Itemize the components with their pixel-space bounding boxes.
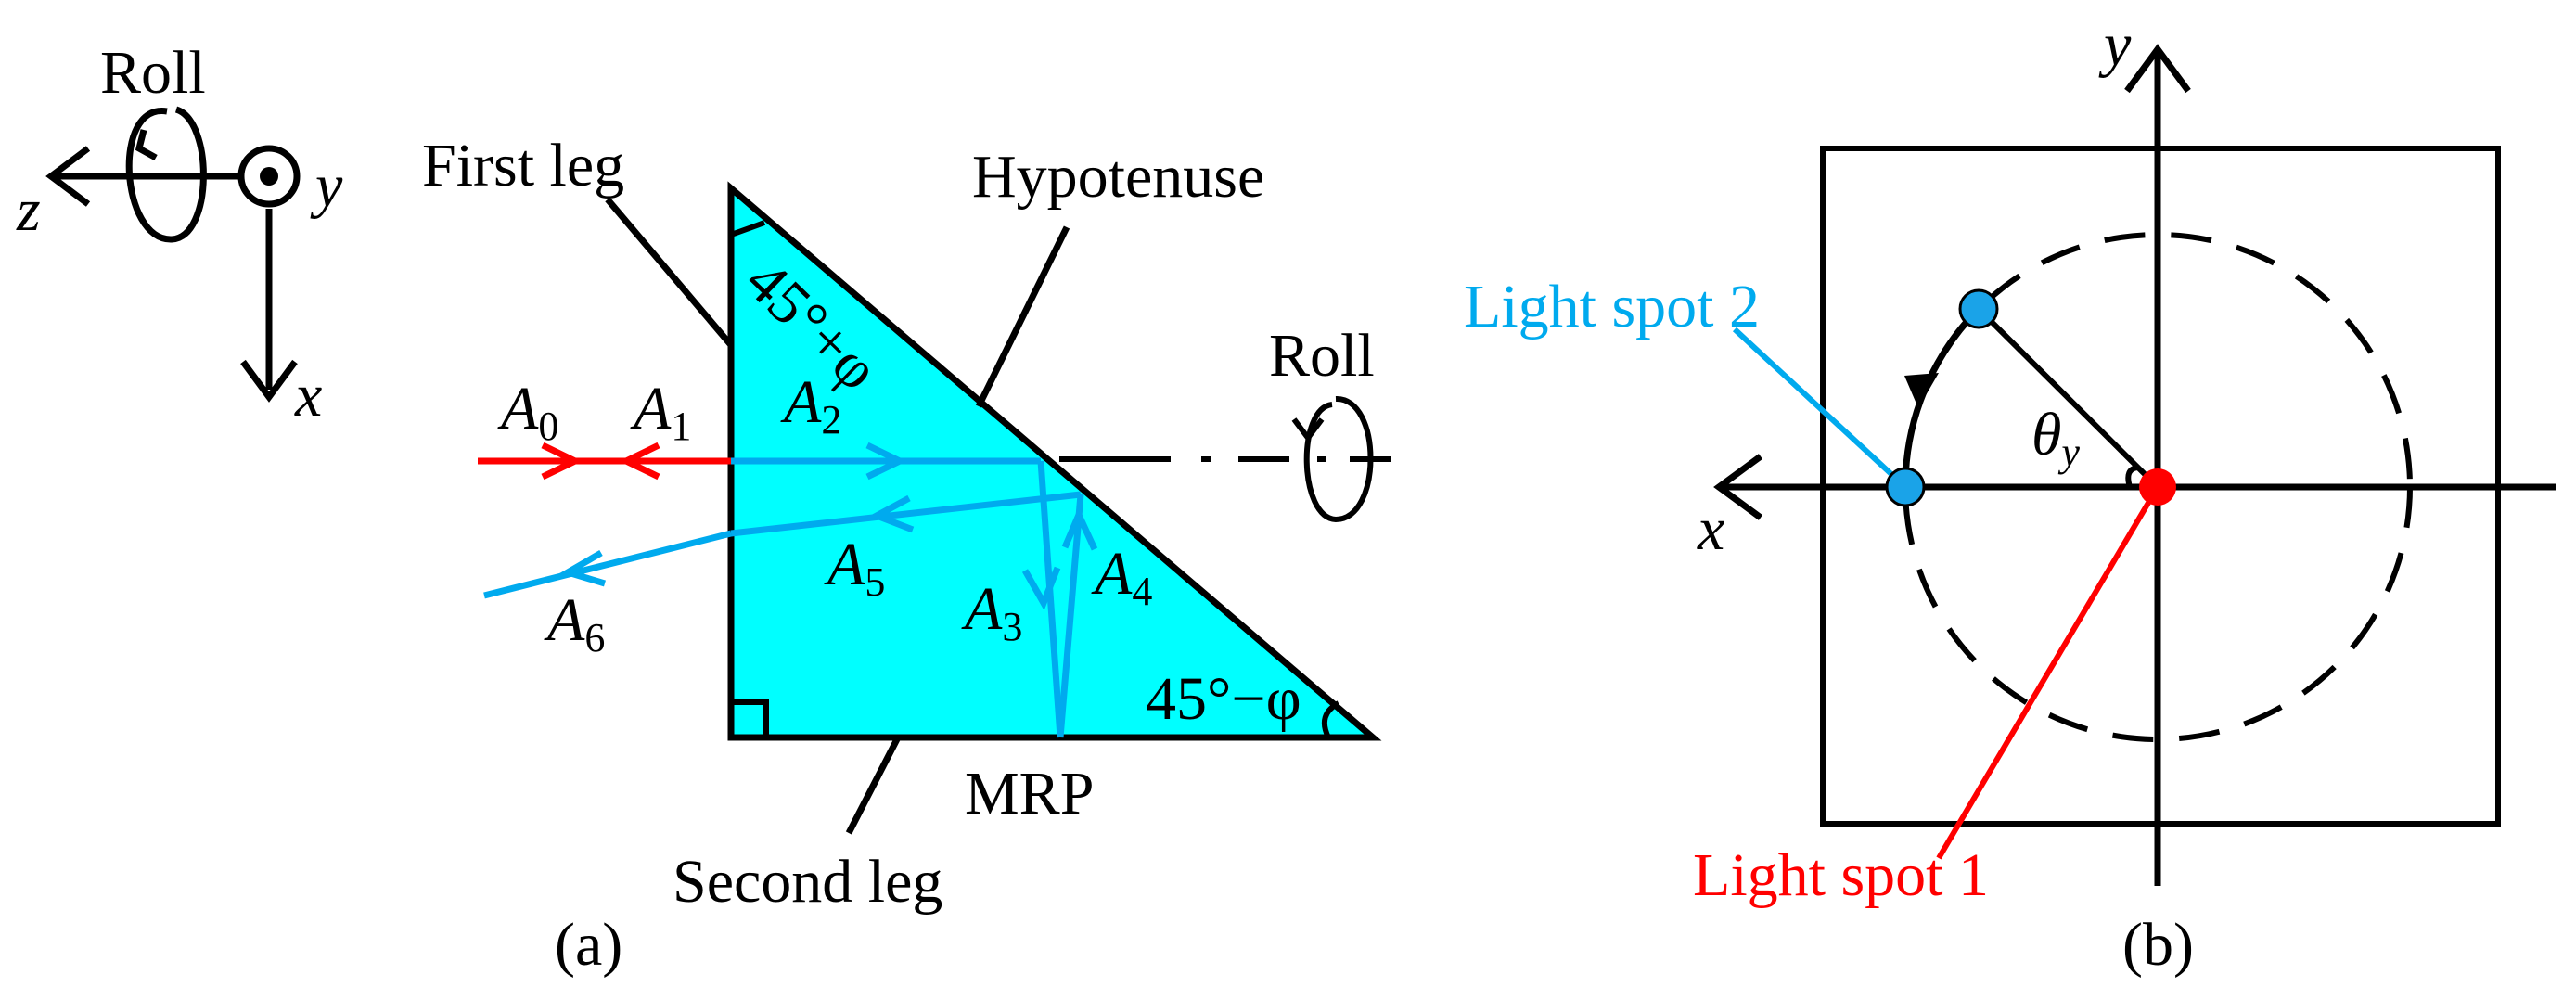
beam-label-a6: A6: [544, 586, 605, 660]
roll-label-top: Roll: [100, 39, 206, 107]
x-axis-label: x: [294, 362, 322, 429]
beam-a6-arrowhead: [559, 549, 607, 587]
axis-system-a: [45, 106, 301, 403]
right-angle-mark: [731, 699, 769, 737]
beam-a5-arrowhead: [868, 494, 915, 533]
radius-line: [1976, 306, 2160, 490]
theta-angle-arc: [2125, 465, 2139, 488]
light-spot-1-label: Light spot 1: [1693, 841, 1989, 909]
second-leg-leader: [845, 736, 902, 835]
rotation-arc-arrowhead-icon: [1904, 373, 1939, 408]
first-leg-label: First leg: [422, 132, 624, 199]
rotation-trajectory-circle: [1903, 232, 2413, 742]
hypotenuse-leader: [975, 225, 1070, 408]
beam-a5-line: [730, 491, 1082, 537]
x-axis-arrowhead: [240, 359, 298, 403]
y-axis-b-arrowhead: [2124, 44, 2191, 94]
spot1-leader: [1936, 485, 2160, 860]
beam-a6-line: [483, 530, 732, 599]
panel-b: x y θy Light spot 2 Light spot 1 (b): [1464, 11, 2556, 979]
beam-a4-arrowhead: [1061, 506, 1098, 551]
panel-b-caption: (b): [2122, 911, 2194, 979]
beam-label-a0: A0: [497, 375, 558, 449]
z-axis-label: z: [16, 176, 41, 244]
panel-a-caption: (a): [555, 911, 622, 979]
roll-arrowhead-icon: [135, 129, 158, 161]
angle-label-bottom: 45°−φ: [1146, 665, 1301, 733]
beam-a3-line: [1037, 460, 1064, 738]
beam-a2-arrowhead: [865, 442, 908, 481]
light-spot-2-label: Light spot 2: [1464, 273, 1760, 340]
beam-label-a4: A4: [1091, 540, 1152, 614]
roll-axis: [1059, 395, 1391, 523]
angle-arc-bottom: [1321, 700, 1340, 739]
beam-a4-line: [1057, 494, 1084, 738]
y-axis-label: y: [310, 152, 343, 220]
x-axis-b-arrowhead: [1713, 454, 1763, 520]
roll-arrowhead-right-icon: [1291, 417, 1325, 442]
blue-beams: [483, 442, 1098, 738]
beam-a3-arrowhead: [1021, 566, 1061, 611]
first-leg-leader: [605, 197, 734, 348]
panel-a: Roll z y x 45°+φ 45°−φ First leg Hypoten…: [16, 39, 1391, 979]
spot2-leader: [1732, 327, 1908, 490]
beam-label-a1: A1: [630, 375, 691, 449]
light-spot-2-dot: [1958, 288, 1999, 329]
hypotenuse-label: Hypotenuse: [972, 143, 1264, 211]
y-axis-out-of-page-icon: [237, 145, 301, 208]
roll-rotation-arrow-icon: [125, 106, 207, 243]
beam-a0-arrowhead: [541, 442, 583, 481]
angle-arc-top: [730, 220, 766, 237]
beam-label-a5: A5: [824, 531, 885, 605]
beam-label-a3: A3: [961, 575, 1022, 649]
x-axis-b-label: x: [1697, 495, 1724, 563]
beam-label-a2: A2: [780, 368, 841, 442]
beam-a1-arrowhead: [618, 442, 660, 481]
y-axis-b-label: y: [2098, 11, 2132, 79]
light-spot-2-origin-dot: [1885, 467, 1926, 507]
theta-label: θy: [2031, 401, 2080, 475]
roll-label-right: Roll: [1269, 322, 1375, 390]
y-axis-dot-icon: [260, 167, 278, 186]
mrp-label: MRP: [965, 760, 1094, 827]
light-spot-1-dot: [2139, 468, 2176, 506]
red-beam: [478, 442, 731, 481]
beam-labels: A0 A1 A2 A3 A4 A5 A6: [497, 368, 1152, 660]
second-leg-label: Second leg: [673, 848, 942, 916]
z-axis-arrowhead: [45, 146, 91, 207]
